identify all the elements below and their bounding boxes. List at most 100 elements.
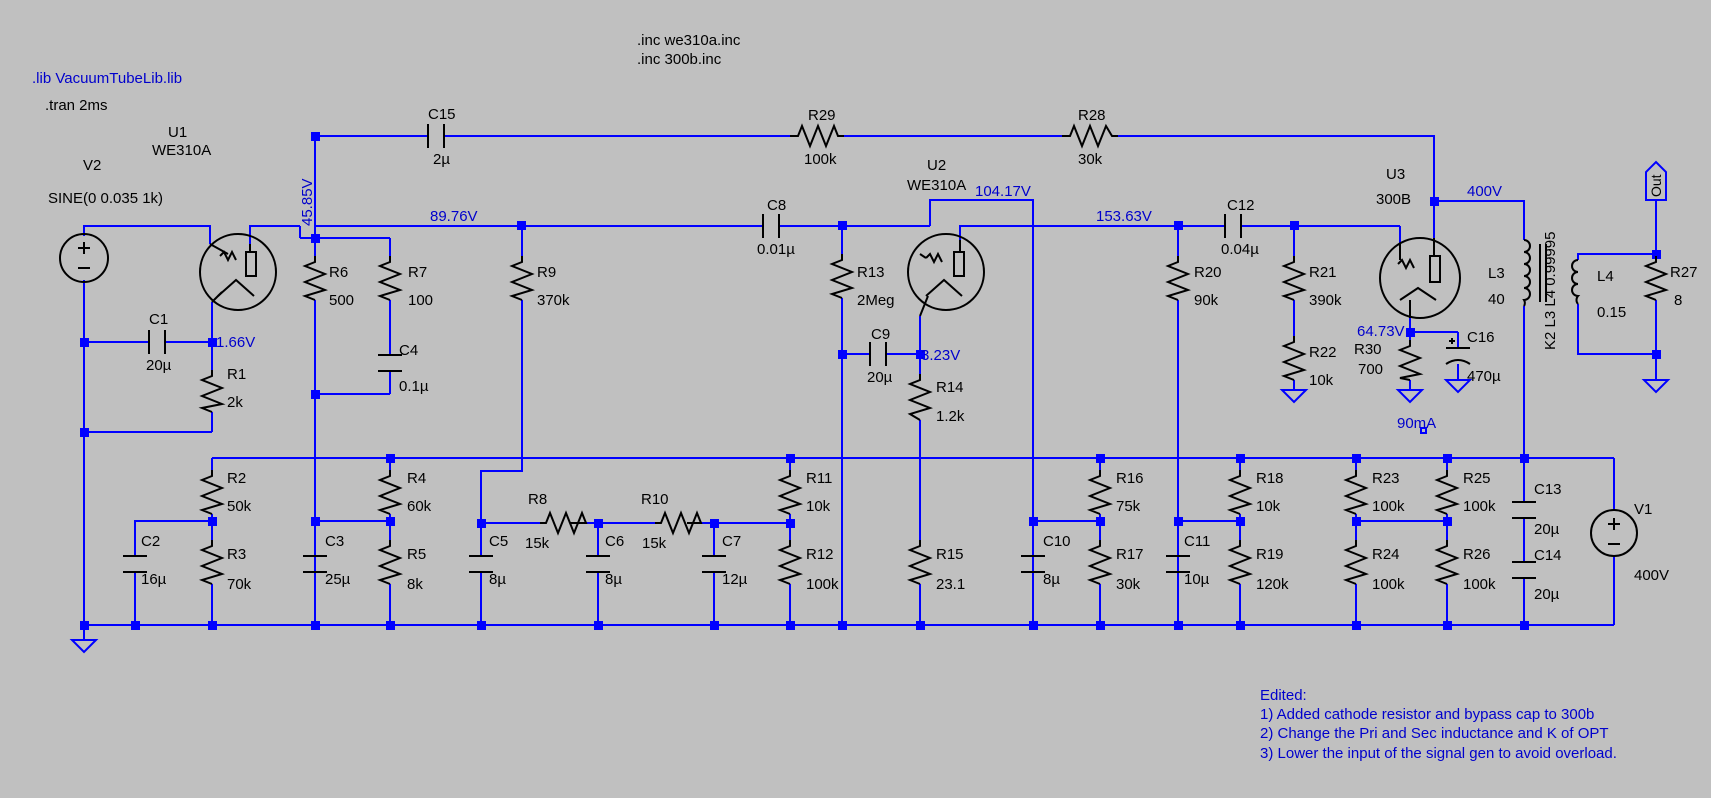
capacitor-c10[interactable] [1021, 555, 1045, 573]
resistor-r8[interactable] [540, 510, 588, 536]
resistor-r14[interactable] [907, 374, 934, 421]
component-label: 700 [1358, 361, 1383, 378]
resistor-r21[interactable] [1280, 256, 1308, 301]
resistor-r9[interactable] [508, 256, 536, 301]
capacitor-c11[interactable] [1166, 555, 1190, 573]
resistor-r12[interactable] [776, 540, 804, 585]
capacitor-c5[interactable] [469, 555, 493, 573]
resistor-r26[interactable] [1433, 540, 1461, 585]
resistor-r3[interactable] [198, 540, 226, 585]
resistor-r27[interactable] [1642, 256, 1670, 301]
resistor-r10[interactable] [655, 510, 703, 536]
component-label: 12µ [722, 571, 748, 588]
component-label: 8µ [605, 571, 622, 588]
resistor-r5[interactable] [376, 540, 404, 585]
transformer-l3[interactable] [1522, 239, 1547, 307]
current-probe-icon [1420, 427, 1427, 434]
resistor-r2[interactable] [198, 470, 226, 515]
voltage-source-v2[interactable] [59, 233, 109, 283]
capacitor-c2[interactable] [123, 555, 147, 573]
wires[interactable] [83, 135, 1657, 626]
component-label: R12 [806, 546, 834, 563]
resistor-r11[interactable] [776, 470, 804, 515]
tube-u3[interactable] [1379, 237, 1461, 319]
resistor-r22[interactable] [1280, 336, 1308, 381]
v1-name: V1 [1634, 501, 1652, 518]
resistor-r30[interactable] [1397, 340, 1424, 381]
component-label: C14 [1534, 547, 1562, 564]
resistor-r24[interactable] [1342, 540, 1370, 585]
component-label: 20µ [867, 369, 893, 386]
resistor-r13[interactable] [828, 254, 856, 299]
ground-icon [1279, 389, 1309, 404]
resistor-r18[interactable] [1226, 470, 1254, 515]
resistor-r15[interactable] [906, 540, 934, 585]
node-voltage: 104.17V [975, 183, 1031, 200]
component-label: R19 [1256, 546, 1284, 563]
capacitor-c3[interactable] [303, 555, 327, 573]
out-port[interactable]: Out [1645, 160, 1667, 208]
node-voltage: 153.63V [1096, 208, 1152, 225]
resistor-r28[interactable] [1062, 123, 1118, 149]
resistor-r17[interactable] [1086, 540, 1114, 585]
capacitor-symbols[interactable] [123, 124, 1536, 579]
component-label: 15k [525, 535, 550, 552]
tube-u2[interactable] [907, 233, 985, 317]
resistor-r6[interactable] [301, 256, 329, 301]
capacitor-c8[interactable] [762, 214, 780, 238]
node-voltage: 64.73V [1357, 323, 1405, 340]
voltage-source-v1[interactable] [1590, 509, 1638, 557]
node-voltage: 1.66V [216, 334, 255, 351]
component-label: R20 [1194, 264, 1222, 281]
capacitor-c13[interactable] [1512, 501, 1536, 519]
component-label: 470µ [1467, 368, 1501, 385]
component-label: R16 [1116, 470, 1144, 487]
capacitor-c6[interactable] [586, 555, 610, 573]
capacitor-c1[interactable] [148, 330, 166, 354]
resistor-r20[interactable] [1164, 256, 1192, 301]
resistor-r23[interactable] [1342, 470, 1370, 515]
capacitor-c9[interactable] [869, 342, 887, 366]
transformer-k: K2 L3 L4 0.99995 [1542, 232, 1559, 350]
component-label: R10 [641, 491, 669, 508]
component-label: 20µ [1534, 586, 1560, 603]
resistor-r29[interactable] [790, 123, 844, 149]
capacitor-c4[interactable] [378, 354, 402, 372]
directive-tran: .tran 2ms [45, 97, 108, 114]
directive-inc1: .inc we310a.inc [637, 32, 741, 49]
resistor-r16[interactable] [1086, 470, 1114, 515]
junction-dots [80, 132, 1661, 630]
u3-name: U3 [1386, 166, 1405, 183]
resistor-r4[interactable] [376, 470, 404, 515]
component-label: 8k [407, 576, 423, 593]
l4-name: L4 [1597, 268, 1614, 285]
tube-u1[interactable] [199, 233, 277, 311]
capacitor-c14[interactable] [1512, 561, 1536, 579]
notes-line: 2) Change the Pri and Sec inductance and… [1260, 725, 1609, 742]
component-label: C3 [325, 533, 344, 550]
capacitor-c12[interactable] [1224, 214, 1242, 238]
component-label: R22 [1309, 344, 1337, 361]
component-label: 100k [1372, 576, 1405, 593]
component-label: 23.1 [936, 576, 965, 593]
component-label: 30k [1078, 151, 1103, 168]
component-label: 8µ [489, 571, 506, 588]
component-label: 75k [1116, 498, 1141, 515]
l4-value: 0.15 [1597, 304, 1626, 321]
node-voltage: 45.85V [299, 178, 316, 226]
v2-value: SINE(0 0.035 1k) [48, 190, 163, 207]
component-label: 390k [1309, 292, 1342, 309]
capacitor-c7[interactable] [702, 555, 726, 573]
capacitor-c15[interactable] [427, 124, 445, 148]
capacitor-c16[interactable] [1445, 338, 1471, 365]
component-label: 15k [642, 535, 667, 552]
component-label: 20µ [1534, 521, 1560, 538]
resistor-r25[interactable] [1433, 470, 1461, 515]
component-label: 2µ [433, 151, 450, 168]
resistor-symbols[interactable] [198, 123, 1670, 585]
resistor-r1[interactable] [198, 370, 226, 413]
transformer-l4[interactable] [1571, 259, 1581, 305]
resistor-r19[interactable] [1226, 540, 1254, 585]
resistor-r7[interactable] [376, 256, 404, 301]
